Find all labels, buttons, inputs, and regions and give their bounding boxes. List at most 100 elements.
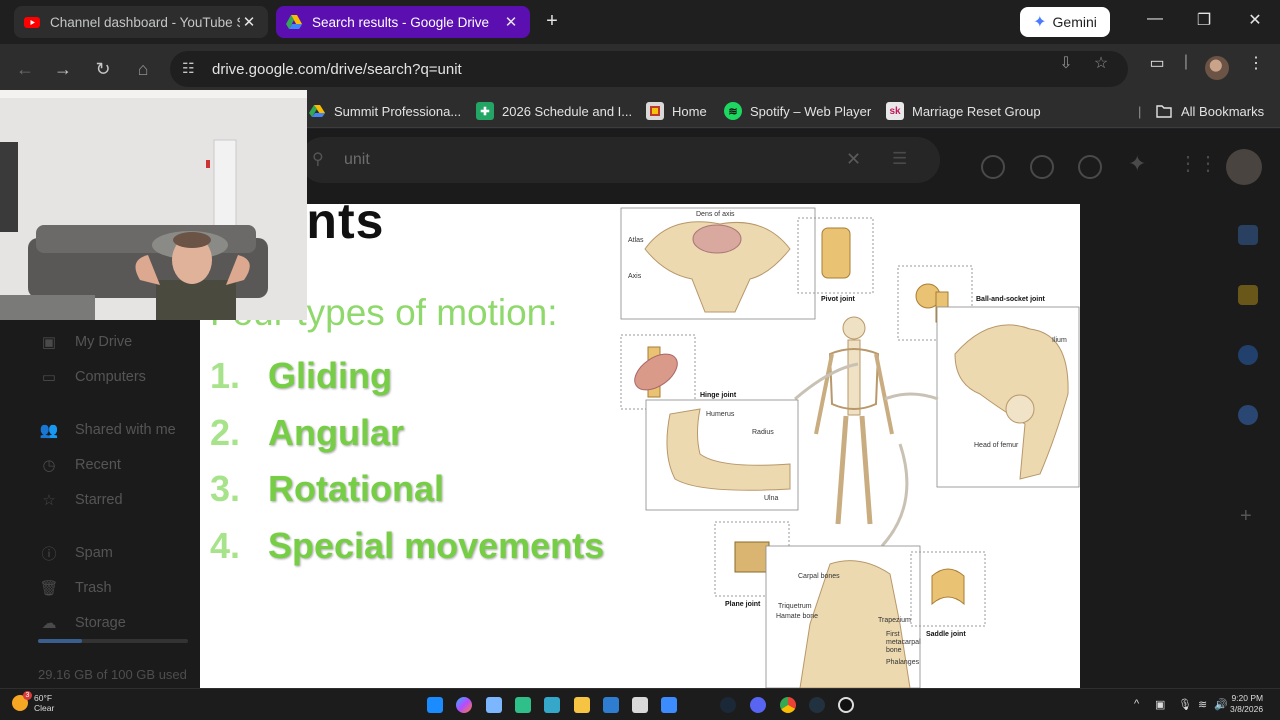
bookmark-star-icon[interactable]: ☆ xyxy=(1093,55,1109,72)
close-icon[interactable]: ✕ xyxy=(242,14,256,31)
sk-icon: sk xyxy=(886,102,904,120)
nav-recent[interactable]: ◷ Recent xyxy=(0,450,200,480)
label-radius: Radius xyxy=(752,429,774,436)
site-info-icon[interactable]: ☷ xyxy=(182,60,195,76)
nav-my-drive[interactable]: ▣My Drive xyxy=(0,327,200,357)
tab-youtube[interactable]: Channel dashboard - YouTube S ✕ xyxy=(14,6,268,38)
forward-arrow-icon[interactable]: → xyxy=(54,59,72,79)
calendar-icon[interactable] xyxy=(1238,225,1258,245)
wifi-icon[interactable]: ≋ xyxy=(1198,699,1208,711)
new-tab-button[interactable]: + xyxy=(546,10,558,32)
bookmark-spotify[interactable]: ≋ Spotify – Web Player xyxy=(724,100,871,122)
install-app-icon[interactable]: ⇩ xyxy=(1059,55,1073,72)
microphone-icon[interactable]: 🎙 xyxy=(1178,699,1192,711)
label-triquetrum: Triquetrum xyxy=(778,603,812,610)
search-tabs-icon[interactable]: ▭ xyxy=(1149,55,1165,72)
item-text: Special movements xyxy=(268,524,605,566)
drive-search-query[interactable]: unit xyxy=(344,151,370,168)
storage-progress-fill xyxy=(38,639,82,643)
weather-widget[interactable]: 3 60°F Clear xyxy=(12,691,55,713)
offline-status-icon[interactable] xyxy=(981,155,1005,179)
nav-label: Shared with me xyxy=(75,422,176,438)
label-first-metacarpal-2: metacarpal xyxy=(886,639,921,646)
nav-label: Recent xyxy=(75,457,121,473)
nav-storage[interactable]: ☁Storage xyxy=(0,608,200,638)
nav-starred[interactable]: ☆Starred xyxy=(0,485,200,515)
reload-icon[interactable]: ↻ xyxy=(95,59,111,79)
add-addon-icon[interactable]: + xyxy=(1240,505,1252,527)
tasks-icon[interactable] xyxy=(1238,345,1258,365)
volume-icon[interactable]: 🔊 xyxy=(1214,699,1228,711)
tray-chevron-icon[interactable]: ^ xyxy=(1134,698,1140,710)
nav-shared-with-me[interactable]: 👥Shared with me xyxy=(0,415,200,445)
gemini-button[interactable]: ✦ Gemini xyxy=(1020,7,1110,37)
close-window-icon[interactable]: ✕ xyxy=(1248,12,1262,29)
drive-account-avatar[interactable] xyxy=(1226,149,1262,185)
label-plane: Plane joint xyxy=(725,601,761,608)
bookmark-home[interactable]: Home xyxy=(646,100,707,122)
minimize-icon[interactable]: — xyxy=(1147,10,1163,27)
search-options-icon[interactable]: ☰ xyxy=(892,149,908,168)
address-bar[interactable]: ☷ drive.google.com/drive/search?q=unit xyxy=(170,51,1128,87)
gemini-sparkle-icon[interactable]: ✦ xyxy=(1128,151,1147,176)
label-phalanges: Phalanges xyxy=(886,659,920,666)
storage-used-text: 29.16 GB of 100 GB used xyxy=(38,667,187,682)
item-number: 1. xyxy=(210,355,241,397)
label-pivot: Pivot joint xyxy=(821,296,856,303)
all-bookmarks-button[interactable]: All Bookmarks xyxy=(1155,100,1264,122)
tab-google-drive[interactable]: Search results - Google Drive ✕ xyxy=(276,6,530,38)
drive-search-bar[interactable]: ⚲ unit ✕ ☰ xyxy=(300,137,940,183)
tab-strip: Channel dashboard - YouTube S ✕ Search r… xyxy=(0,0,1280,44)
slide-preview: oints Four types of motion: 1.Gliding 2.… xyxy=(200,204,1080,688)
nav-trash[interactable]: 🗑Trash xyxy=(0,573,200,603)
snipping-tool-icon[interactable] xyxy=(486,697,502,713)
discord-icon[interactable] xyxy=(750,697,766,713)
system-clock[interactable]: 9:20 PM 3/8/2026 xyxy=(1230,693,1263,715)
clear-search-icon[interactable]: ✕ xyxy=(846,149,862,169)
clock-date: 3/8/2026 xyxy=(1230,704,1264,714)
chrome-icon[interactable] xyxy=(780,697,796,713)
bookmark-marriage-reset[interactable]: sk Marriage Reset Group xyxy=(886,100,1041,122)
url-text[interactable]: drive.google.com/drive/search?q=unit xyxy=(212,60,462,78)
todo-icon[interactable] xyxy=(661,697,677,713)
webcam-overlay xyxy=(0,90,307,320)
settings-gear-icon[interactable] xyxy=(1078,155,1102,179)
close-icon[interactable]: ✕ xyxy=(504,14,518,31)
restore-icon[interactable]: ❐ xyxy=(1196,12,1212,29)
nav-label: Computers xyxy=(75,369,146,385)
clipchamp-icon[interactable] xyxy=(544,697,560,713)
tray-app-icon[interactable]: ▣ xyxy=(1155,699,1166,711)
steam-icon[interactable] xyxy=(720,697,736,713)
label-humerus: Humerus xyxy=(706,411,735,418)
nav-computers[interactable]: ▭Computers xyxy=(0,362,200,392)
list-item: 4.Special movements xyxy=(210,518,604,575)
copilot-icon[interactable] xyxy=(456,697,472,713)
file-explorer-icon[interactable] xyxy=(574,697,590,713)
label-carpal: Carpal bones xyxy=(798,573,840,580)
clock-icon: ◷ xyxy=(42,457,56,474)
keep-icon[interactable] xyxy=(1238,285,1258,305)
gemini-sparkle-icon: ✦ xyxy=(1033,14,1047,31)
weather-condition: Clear xyxy=(34,703,55,713)
bookmark-schedule[interactable]: ✚ 2026 Schedule and I... xyxy=(476,100,632,122)
steam-helper-icon[interactable] xyxy=(809,697,825,713)
windows-start-icon[interactable] xyxy=(427,697,443,713)
contacts-icon[interactable] xyxy=(1238,405,1258,425)
apps-grid-icon[interactable]: ⋮⋮ xyxy=(1178,153,1218,175)
menu-dots-icon[interactable]: ⋮ xyxy=(1248,55,1264,72)
all-bookmarks-label: All Bookmarks xyxy=(1181,103,1265,119)
help-icon[interactable] xyxy=(1030,155,1054,179)
label-hamate: Hamate bone xyxy=(776,613,818,620)
store-icon[interactable] xyxy=(603,697,619,713)
bookmarks-divider: | xyxy=(1138,103,1142,119)
bookmark-summit[interactable]: Summit Professiona... xyxy=(308,100,461,122)
notepad-icon[interactable] xyxy=(632,697,648,713)
photos-icon[interactable] xyxy=(515,697,531,713)
back-arrow-icon[interactable]: ← xyxy=(16,59,34,79)
obs-icon[interactable] xyxy=(838,697,854,713)
profile-avatar[interactable] xyxy=(1205,56,1229,80)
home-icon[interactable]: ⌂ xyxy=(137,59,149,79)
label-axis: Axis xyxy=(628,273,642,280)
label-first-metacarpal: First xyxy=(886,631,900,638)
